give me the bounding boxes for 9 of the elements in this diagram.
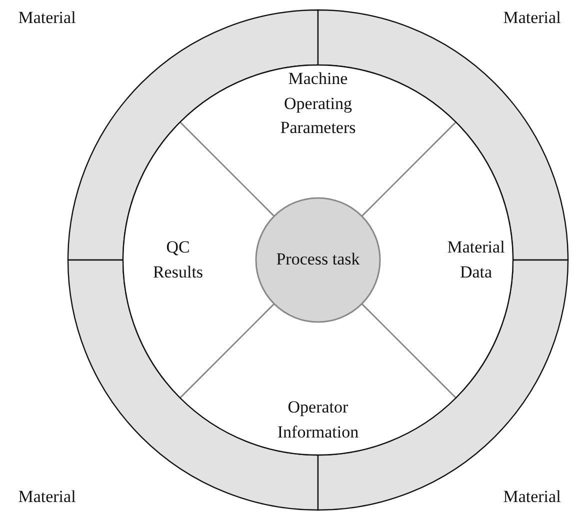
ring-label: Material bbox=[18, 8, 76, 28]
sector-label: QC Results bbox=[152, 236, 204, 283]
sector-label: Machine Operating Parameters bbox=[279, 68, 357, 140]
ring-label: Material bbox=[503, 8, 561, 28]
ring-label: Material bbox=[503, 487, 561, 507]
ring-label: Material bbox=[18, 487, 76, 507]
task-label: Process task bbox=[276, 248, 360, 271]
sector-label: Material Data bbox=[446, 236, 506, 283]
sector-label: Operator Information bbox=[276, 396, 360, 443]
